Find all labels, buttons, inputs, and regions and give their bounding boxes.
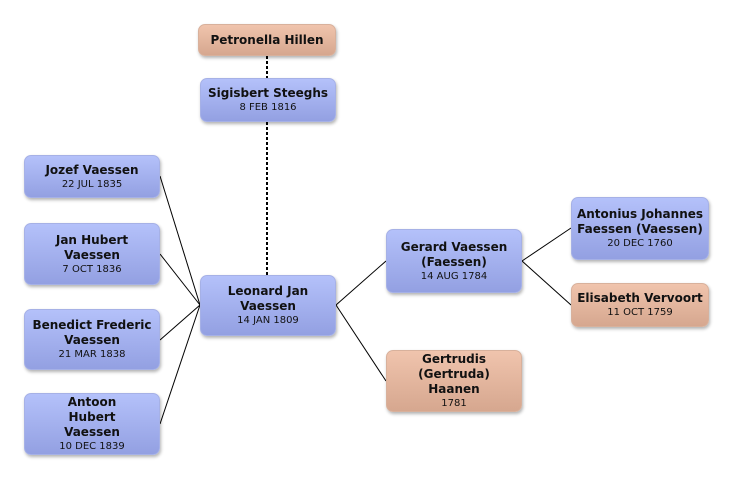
person-elisabeth-vervoort[interactable]: Elisabeth Vervoort 11 OCT 1759 [571, 283, 709, 327]
parent-link [521, 227, 572, 262]
person-name: Elisabeth Vervoort [577, 291, 703, 305]
parent-link [335, 260, 387, 306]
person-date: 14 AUG 1784 [420, 270, 488, 282]
parent-link [521, 260, 572, 306]
person-gerard-vaessen[interactable]: Gerard Vaessen (Faessen) 14 AUG 1784 [386, 229, 522, 293]
person-name: Jozef Vaessen [45, 162, 139, 177]
person-name: Leonard Jan Vaessen [227, 284, 309, 313]
child-link [159, 175, 201, 306]
person-name: Gertrudis (Gertruda) Haanen [418, 352, 490, 396]
person-name: Jan Hubert Vaessen [55, 232, 129, 262]
person-date: 10 DEC 1839 [59, 441, 125, 452]
person-antoon-hubert-vaessen[interactable]: Antoon Hubert Vaessen 10 DEC 1839 [24, 393, 160, 455]
person-date: 21 MAR 1838 [58, 349, 126, 360]
person-sigisbert-steeghs[interactable]: Sigisbert Steeghs 8 FEB 1816 [200, 78, 336, 122]
person-name: Petronella Hillen [210, 32, 324, 47]
person-name: Gerard Vaessen (Faessen) [400, 239, 508, 269]
person-gertrudis-haanen[interactable]: Gertrudis (Gertruda) Haanen 1781 [386, 350, 522, 412]
person-jozef-vaessen[interactable]: Jozef Vaessen 22 JUL 1835 [24, 155, 160, 198]
person-date: 8 FEB 1816 [239, 102, 297, 113]
person-date: 20 DEC 1760 [607, 238, 673, 249]
child-link [159, 304, 201, 341]
person-date: 1781 [441, 398, 467, 409]
child-link [159, 253, 201, 306]
person-date: 22 JUL 1835 [61, 178, 123, 190]
person-date: 7 OCT 1836 [62, 263, 122, 275]
person-date: 14 JAN 1809 [237, 315, 299, 326]
person-petronella-hillen[interactable]: Petronella Hillen [198, 24, 336, 56]
person-jan-hubert-vaessen[interactable]: Jan Hubert Vaessen 7 OCT 1836 [24, 223, 160, 285]
person-leonard-jan-vaessen[interactable]: Leonard Jan Vaessen 14 JAN 1809 [200, 275, 336, 336]
person-name: Antonius Johannes Faessen (Vaessen) [576, 207, 704, 236]
person-name: Benedict Frederic Vaessen [32, 318, 152, 347]
person-name: Antoon Hubert Vaessen [64, 395, 120, 439]
child-link [159, 304, 201, 425]
person-date: 11 OCT 1759 [607, 307, 673, 318]
parent-link [335, 304, 387, 382]
person-name: Sigisbert Steeghs [207, 86, 329, 100]
person-benedict-frederic-vaessen[interactable]: Benedict Frederic Vaessen 21 MAR 1838 [24, 309, 160, 370]
person-antonius-johannes-faessen[interactable]: Antonius Johannes Faessen (Vaessen) 20 D… [571, 197, 709, 260]
